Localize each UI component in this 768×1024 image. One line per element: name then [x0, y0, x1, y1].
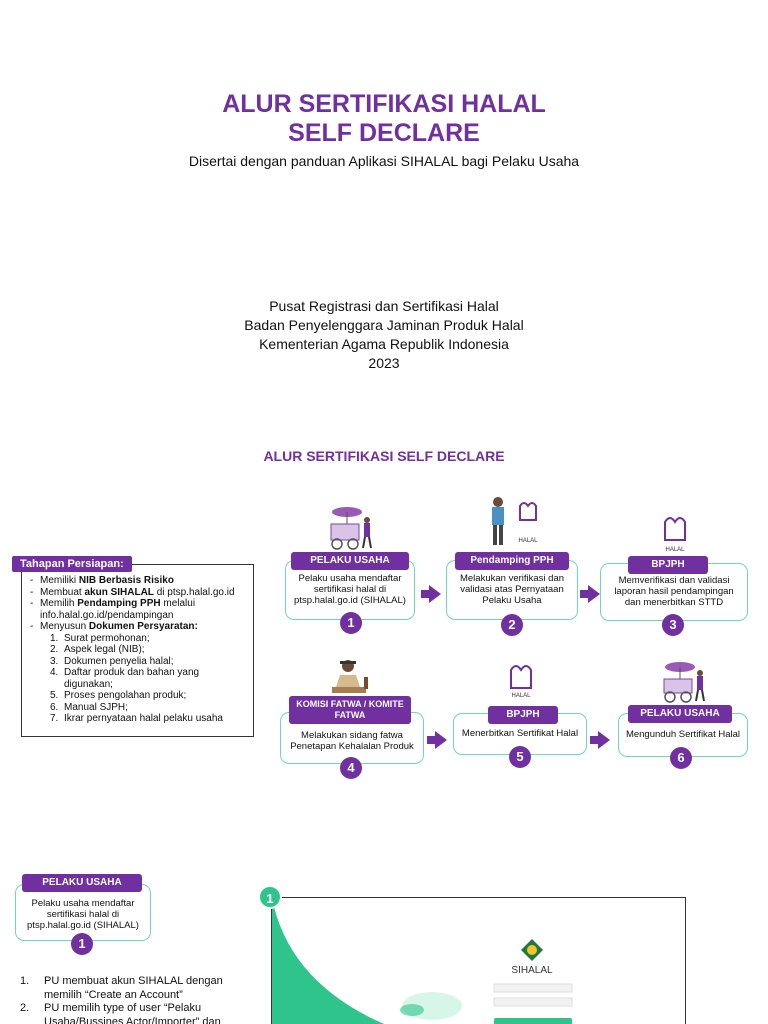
step-label: BPJPH	[488, 706, 558, 724]
step-number: 3	[662, 614, 684, 636]
cover-subtitle: Disertai dengan panduan Aplikasi SIHALAL…	[188, 153, 580, 169]
arrow-icon	[580, 585, 600, 603]
step-label: PELAKU USAHA	[628, 705, 732, 723]
step-label: PELAKU USAHA	[291, 552, 409, 570]
app-name: SIHALAL	[511, 965, 553, 976]
svg-text:HALAL: HALAL	[518, 538, 538, 544]
step-card: Melakukan verifikasi dan validasi atas P…	[446, 560, 578, 620]
halal-logo-icon: HALAL	[664, 517, 686, 553]
prep-box: Memiliki NIB Berbasis Risiko Membuat aku…	[21, 564, 254, 737]
step-number: 4	[340, 757, 362, 779]
step-label: Pendamping PPH	[455, 552, 569, 570]
prep-item: Memilih Pendamping PPH melalui info.hala…	[28, 598, 247, 621]
prep-item: Menyusun Dokumen Persyaratan:	[28, 621, 247, 633]
doc-item: 4.Daftar produk dan bahan yang digunakan…	[50, 667, 200, 690]
instruction-list: 1.PU membuat akun SIHALAL dengan memilih…	[20, 975, 250, 1024]
svg-text:HALAL: HALAL	[511, 693, 531, 699]
step-number: 1	[340, 612, 362, 634]
step-label: PELAKU USAHA	[22, 874, 142, 892]
prep-tag: Tahapan Persiapan:	[12, 556, 132, 572]
step-label: BPJPH	[628, 556, 708, 574]
org-line1: Pusat Registrasi dan Sertifikasi Halal	[269, 298, 499, 314]
prep-item: Memiliki NIB Berbasis Risiko	[28, 575, 247, 587]
arrow-icon	[427, 731, 447, 749]
doc-item: 5.Proses pengolahan produk;	[50, 690, 187, 701]
arrow-icon	[421, 585, 441, 603]
cover-title-line1: ALUR SERTIFIKASI HALAL	[222, 90, 546, 118]
doc-item: 6.Manual SJPH;	[50, 701, 128, 713]
step-card: Pelaku usaha mendaftar sertifikasi halal…	[15, 884, 151, 941]
org-line2: Badan Penyelenggara Jaminan Produk Halal	[244, 317, 524, 333]
step-number: 5	[509, 746, 531, 768]
person-halal-icon: HALAL	[492, 497, 538, 545]
halal-logo-icon: HALAL	[510, 665, 532, 699]
prep-item: Membuat akun SIHALAL di ptsp.halal.go.id	[28, 587, 247, 599]
green-curve-shape	[272, 898, 573, 1024]
food-cart-icon	[663, 662, 705, 703]
sihalal-screenshot: SIHALAL	[271, 897, 686, 1024]
list-item: 2.PU memilih type of user “Pelaku Usaha/…	[20, 1002, 221, 1024]
scholar-reading-icon	[332, 660, 368, 693]
arrow-icon	[590, 731, 610, 749]
screenshot-step-badge: 1	[258, 885, 282, 909]
step-number: 1	[71, 933, 93, 955]
step-card: Pelaku usaha mendaftar sertifikasi halal…	[285, 560, 415, 620]
doc-item: 3.Dokumen penyelia halal;	[50, 655, 174, 667]
doc-item: 7.Ikrar pernyataan halal pelaku usaha	[50, 713, 223, 724]
list-item: 1.PU membuat akun SIHALAL dengan memilih…	[20, 975, 223, 1001]
food-cart-icon	[330, 507, 372, 550]
doc-item: 1.Surat permohonan;	[50, 632, 150, 644]
org-line3: Kementerian Agama Republik Indonesia	[259, 336, 509, 352]
cover-title-line2: SELF DECLARE	[288, 119, 480, 147]
cover-year: 2023	[368, 355, 400, 371]
doc-item: 2.Aspek legal (NIB);	[50, 644, 145, 655]
step-number: 6	[670, 747, 692, 769]
kemenag-logo-icon	[521, 939, 543, 961]
flow-title: ALUR SERTIFIKASI SELF DECLARE	[263, 448, 505, 464]
svg-text:HALAL: HALAL	[665, 547, 685, 553]
step-label: KOMISI FATWA / KOMITE FATWA	[289, 696, 411, 724]
step-number: 2	[501, 614, 523, 636]
